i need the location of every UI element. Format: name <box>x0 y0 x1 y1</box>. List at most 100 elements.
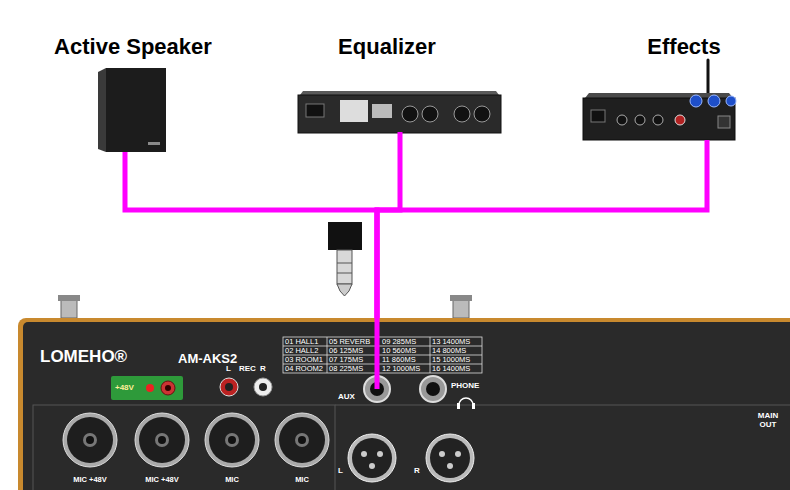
speaker-illustration <box>106 68 166 152</box>
phantom-panel <box>146 384 154 392</box>
preset-cell: 08 225MS <box>329 365 363 373</box>
jack-plug <box>337 284 352 296</box>
preset-cell: 02 HALL2 <box>285 347 318 355</box>
xlr-output <box>455 451 461 457</box>
combo-jack <box>298 436 306 444</box>
signal-cable <box>377 132 400 318</box>
equalizer-illustration <box>300 91 499 95</box>
effects-illustration <box>591 110 605 122</box>
effects-illustration <box>707 60 710 93</box>
equalizer-illustration <box>306 104 324 117</box>
xlr-output <box>352 438 392 478</box>
preset-cell: 05 REVERB <box>329 338 370 346</box>
combo-jack <box>63 413 117 467</box>
combo-jack <box>228 436 236 444</box>
preset-cell: 06 125MS <box>329 347 363 355</box>
equalizer-illustration <box>422 106 438 122</box>
rca-jack <box>220 378 272 396</box>
jack-plug <box>337 250 352 284</box>
aux-cable-end <box>375 318 380 389</box>
preset-table-grid <box>283 337 482 373</box>
mixer-body <box>450 295 472 301</box>
mixer-body <box>58 295 80 301</box>
effects-illustration <box>708 95 720 107</box>
xlr-output <box>348 434 396 482</box>
quarter-inch-jack <box>420 376 446 402</box>
channel-label: L <box>338 466 343 476</box>
preset-cell: 14 800MS <box>432 347 466 355</box>
speaker-illustration <box>98 68 166 152</box>
device-box: Active Speaker <box>40 30 226 152</box>
preset-cell: 01 HALL1 <box>285 338 318 346</box>
signal-cable <box>377 140 707 318</box>
combo-jack <box>67 417 113 463</box>
input-label: MIC <box>207 475 257 485</box>
equalizer-illustration <box>298 91 501 133</box>
jack-plug <box>328 222 362 250</box>
equalizer-illustration <box>454 106 470 122</box>
mixer-body <box>453 300 469 318</box>
device-label: Equalizer <box>338 34 436 59</box>
mixer-body <box>18 295 790 490</box>
equalizer-illustration <box>474 106 490 122</box>
input-label: MIC +48V <box>137 475 187 485</box>
mixer-body <box>61 300 77 318</box>
device-label: Effects <box>647 34 720 59</box>
jack-label: REC <box>239 364 256 374</box>
jack-label: R <box>260 364 266 374</box>
combo-jack <box>139 417 185 463</box>
signal-cable <box>125 152 377 318</box>
headphone-icon <box>457 403 460 409</box>
combo-jack <box>86 436 94 444</box>
combo-jack <box>275 413 329 467</box>
combo-jack <box>209 417 255 463</box>
combo-jack <box>205 413 259 467</box>
preset-table-grid <box>327 337 328 373</box>
xlr-output <box>447 463 453 469</box>
rca-jack <box>225 383 233 391</box>
jack-plug <box>328 222 362 296</box>
combo-jack <box>225 433 239 447</box>
preset-cell: 11 860MS <box>382 356 416 364</box>
rca-jack <box>220 378 238 396</box>
speaker-illustration <box>148 142 160 145</box>
preset-cell: 07 175MS <box>329 356 363 364</box>
equalizer-illustration <box>298 95 501 133</box>
phantom-panel <box>161 381 175 395</box>
effects-illustration <box>583 60 736 140</box>
speaker-illustration <box>98 68 106 152</box>
preset-cell: 09 285MS <box>382 338 416 346</box>
output-label: MAIN OUT <box>750 411 786 429</box>
input-label: MIC <box>277 475 327 485</box>
xlr-output <box>361 451 367 457</box>
preset-cell: 03 ROOM1 <box>285 356 323 364</box>
preset-cell: 13 1400MS <box>432 338 470 346</box>
equalizer-illustration <box>372 104 392 118</box>
equalizer-illustration <box>402 106 418 122</box>
effects-illustration <box>690 95 702 107</box>
device-box: Equalizer <box>290 30 508 132</box>
xlr-output <box>426 434 474 482</box>
combo-jack <box>279 417 325 463</box>
mixer-body <box>335 405 790 406</box>
aux-cable-end <box>377 318 378 389</box>
xlr-output <box>430 438 470 478</box>
device-box: Effects <box>575 30 743 140</box>
xlr-output <box>439 451 445 457</box>
preset-cell: 10 560MS <box>382 347 416 355</box>
preset-cell: 12 1000MS <box>382 365 420 373</box>
equalizer-illustration <box>340 100 368 122</box>
combo-jack <box>295 433 309 447</box>
effects-illustration <box>726 96 736 106</box>
effects-illustration <box>675 115 685 125</box>
headphone-icon <box>457 398 475 409</box>
mixer-body <box>33 405 335 490</box>
phantom-panel <box>165 385 171 391</box>
preset-table-grid <box>430 337 431 373</box>
xlr-output <box>348 434 474 482</box>
